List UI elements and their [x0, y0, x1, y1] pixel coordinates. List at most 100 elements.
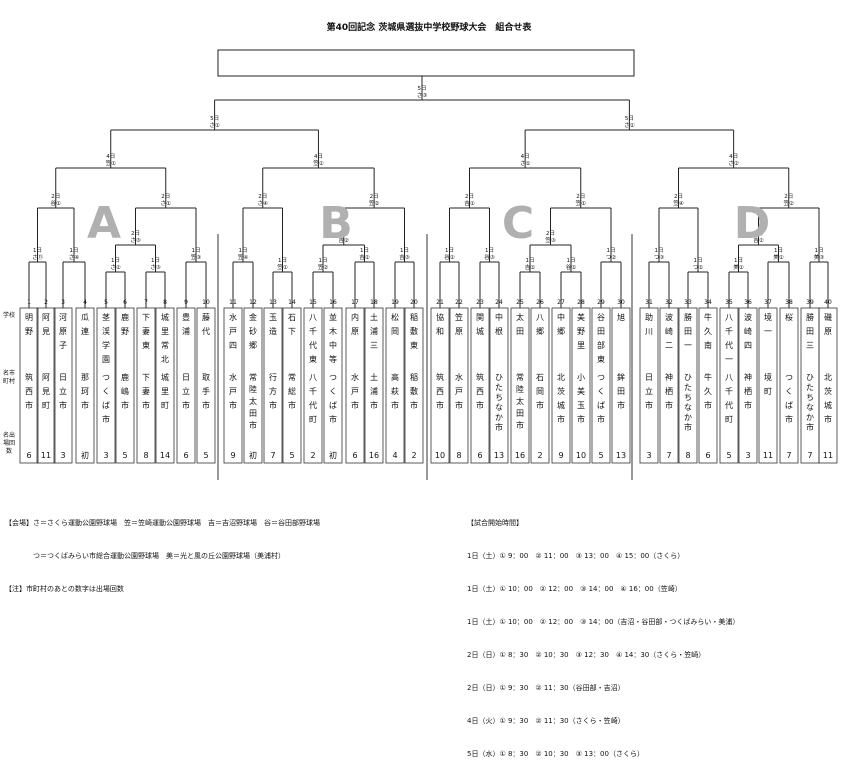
team-city-char: 立 — [182, 386, 190, 396]
team-city-char: 市 — [744, 400, 752, 410]
team-city-char: つ — [597, 373, 605, 382]
team-school-char: 旭 — [617, 312, 625, 322]
team-school-char: 原 — [455, 327, 463, 336]
team-city-char: な — [684, 403, 692, 412]
team-appearance-count: 4 — [392, 451, 397, 460]
team-city-char: 日 — [645, 373, 653, 382]
team-appearance-count: 14 — [160, 451, 170, 460]
team-city-char: 戸 — [455, 387, 463, 396]
team-city-char: 美 — [577, 386, 585, 396]
team-appearance-count: 11 — [41, 451, 51, 460]
team-school-char: 勝 — [806, 312, 814, 322]
team-city-char: 市 — [785, 414, 793, 424]
team-city-char: く — [785, 387, 793, 396]
team-city-char: 市 — [351, 400, 359, 410]
team-city-char: 岡 — [536, 387, 544, 396]
team-school-char: 学 — [102, 340, 110, 350]
team-school-char: 下 — [288, 327, 296, 336]
team-city-char: 八 — [725, 373, 733, 382]
team-school-char: 谷 — [597, 313, 605, 322]
team-school-char: 下 — [142, 313, 150, 322]
team-school-char: 妻 — [142, 326, 150, 336]
team-city-char: 市 — [617, 400, 625, 410]
team-city-char: 市 — [495, 422, 503, 432]
team-school-char: 川 — [645, 327, 653, 336]
team-school-char: 田 — [516, 327, 524, 336]
team-appearance-count: 6 — [477, 451, 482, 460]
team-city-char: 市 — [288, 400, 296, 410]
team-city-char: 石 — [536, 373, 544, 382]
team-city-char: 市 — [665, 400, 673, 410]
team-school-char: 代 — [725, 340, 733, 350]
team-city-char: 町 — [764, 387, 772, 396]
team-school-char: 北 — [161, 355, 169, 364]
team-city-char: 市 — [684, 422, 692, 432]
team-city-char: 常 — [516, 373, 524, 382]
team-city-char: 手 — [202, 386, 210, 396]
team-city-char: た — [495, 383, 503, 392]
team-city-char: 鉾 — [617, 372, 625, 382]
team-school-char: 等 — [329, 354, 337, 364]
team-city-char: 戸 — [229, 387, 237, 396]
team-city-char: 下 — [142, 373, 150, 382]
team-school-char: 一 — [684, 341, 692, 350]
team-school-char: 波 — [665, 312, 673, 322]
team-school-char: 野 — [121, 327, 129, 336]
team-city-char: 市 — [824, 414, 832, 424]
team-school-char: 関 — [476, 313, 484, 322]
team-school-char: 常 — [161, 341, 169, 350]
team-city-char: 阿 — [42, 373, 50, 382]
team-city-char: 市 — [436, 400, 444, 410]
team-school-char: 土 — [370, 312, 378, 322]
team-school-char: 水 — [229, 312, 237, 322]
team-appearance-count: 16 — [515, 451, 525, 460]
team-city-char: 市 — [229, 400, 237, 410]
times-line: 2日（日）① 9：30 ② 11：30（谷田部・吉沼） — [467, 684, 625, 692]
team-appearance-count: 11 — [823, 451, 833, 460]
team-appearance-count: 6 — [705, 451, 710, 460]
team-appearance-count: 初 — [249, 450, 257, 460]
team-school-char: 浦 — [182, 326, 190, 336]
team-school-char: 勝 — [684, 312, 692, 322]
team-city-char: く — [102, 387, 110, 396]
block-letter: B — [319, 198, 353, 249]
team-city-char: 神 — [744, 372, 752, 382]
team-school-char: 戸 — [229, 327, 237, 336]
team-appearance-count: 5 — [726, 451, 731, 460]
team-city-char: 市 — [25, 400, 33, 410]
team-school-char: 根 — [495, 326, 503, 336]
team-city-char: か — [806, 413, 814, 422]
block-letter: A — [87, 198, 121, 249]
team-city-char: 町 — [309, 415, 317, 424]
champion-box — [217, 49, 635, 77]
team-city-char: 日 — [182, 373, 190, 382]
team-school-char: 原 — [351, 327, 359, 336]
team-school-char: 浦 — [370, 326, 378, 336]
team-school-char: 豊 — [182, 312, 190, 322]
team-city-char: ば — [785, 401, 793, 410]
team-city-char: 田 — [617, 387, 625, 396]
team-school-char: 桜 — [785, 312, 793, 322]
team-school-char: 代 — [309, 340, 317, 350]
team-city-char: 市 — [269, 400, 277, 410]
team-city-char: 立 — [645, 386, 653, 396]
team-city-char: 城 — [557, 401, 565, 410]
team-city-char: 市 — [329, 414, 337, 424]
team-city-char: 城 — [161, 373, 169, 382]
team-city-char: 総 — [288, 386, 296, 396]
team-school-char: 田 — [806, 327, 814, 336]
team-appearance-count: 3 — [745, 451, 750, 460]
team-city-char: 太 — [516, 396, 524, 406]
team-appearance-count: 6 — [352, 451, 357, 460]
team-appearance-count: 2 — [310, 451, 315, 460]
team-appearance-count: 5 — [289, 451, 294, 460]
team-school-char: 城 — [476, 327, 484, 336]
team-city-char: 筑 — [25, 372, 33, 382]
team-school-char: 東 — [309, 354, 317, 364]
team-city-char: ば — [329, 401, 337, 410]
team-appearance-count: 11 — [763, 451, 773, 460]
team-city-char: 常 — [249, 373, 257, 382]
team-city-char: ば — [597, 401, 605, 410]
team-school-char: 野 — [25, 327, 33, 336]
team-city-char: 市 — [59, 400, 67, 410]
